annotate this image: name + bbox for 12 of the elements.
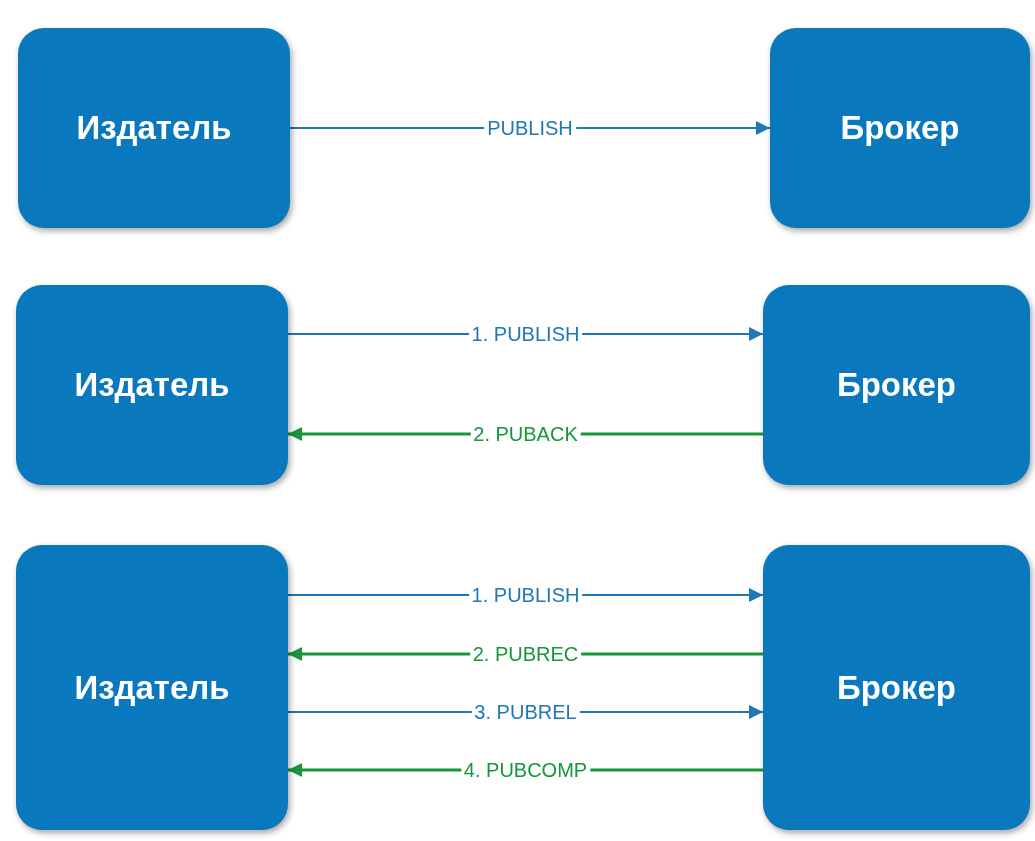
process-box (770, 28, 1030, 228)
node-label: Издатель (74, 366, 230, 404)
node-label: Издатель (74, 668, 230, 707)
node-label: Брокер (836, 366, 957, 404)
node-label: Брокер (840, 109, 960, 147)
process-box (763, 545, 1030, 830)
process-box (16, 545, 288, 830)
node-label: Брокер (836, 668, 957, 707)
process-box (16, 285, 288, 485)
node-label: Издатель (76, 109, 232, 147)
process-box (763, 285, 1030, 485)
process-box (18, 28, 290, 228)
